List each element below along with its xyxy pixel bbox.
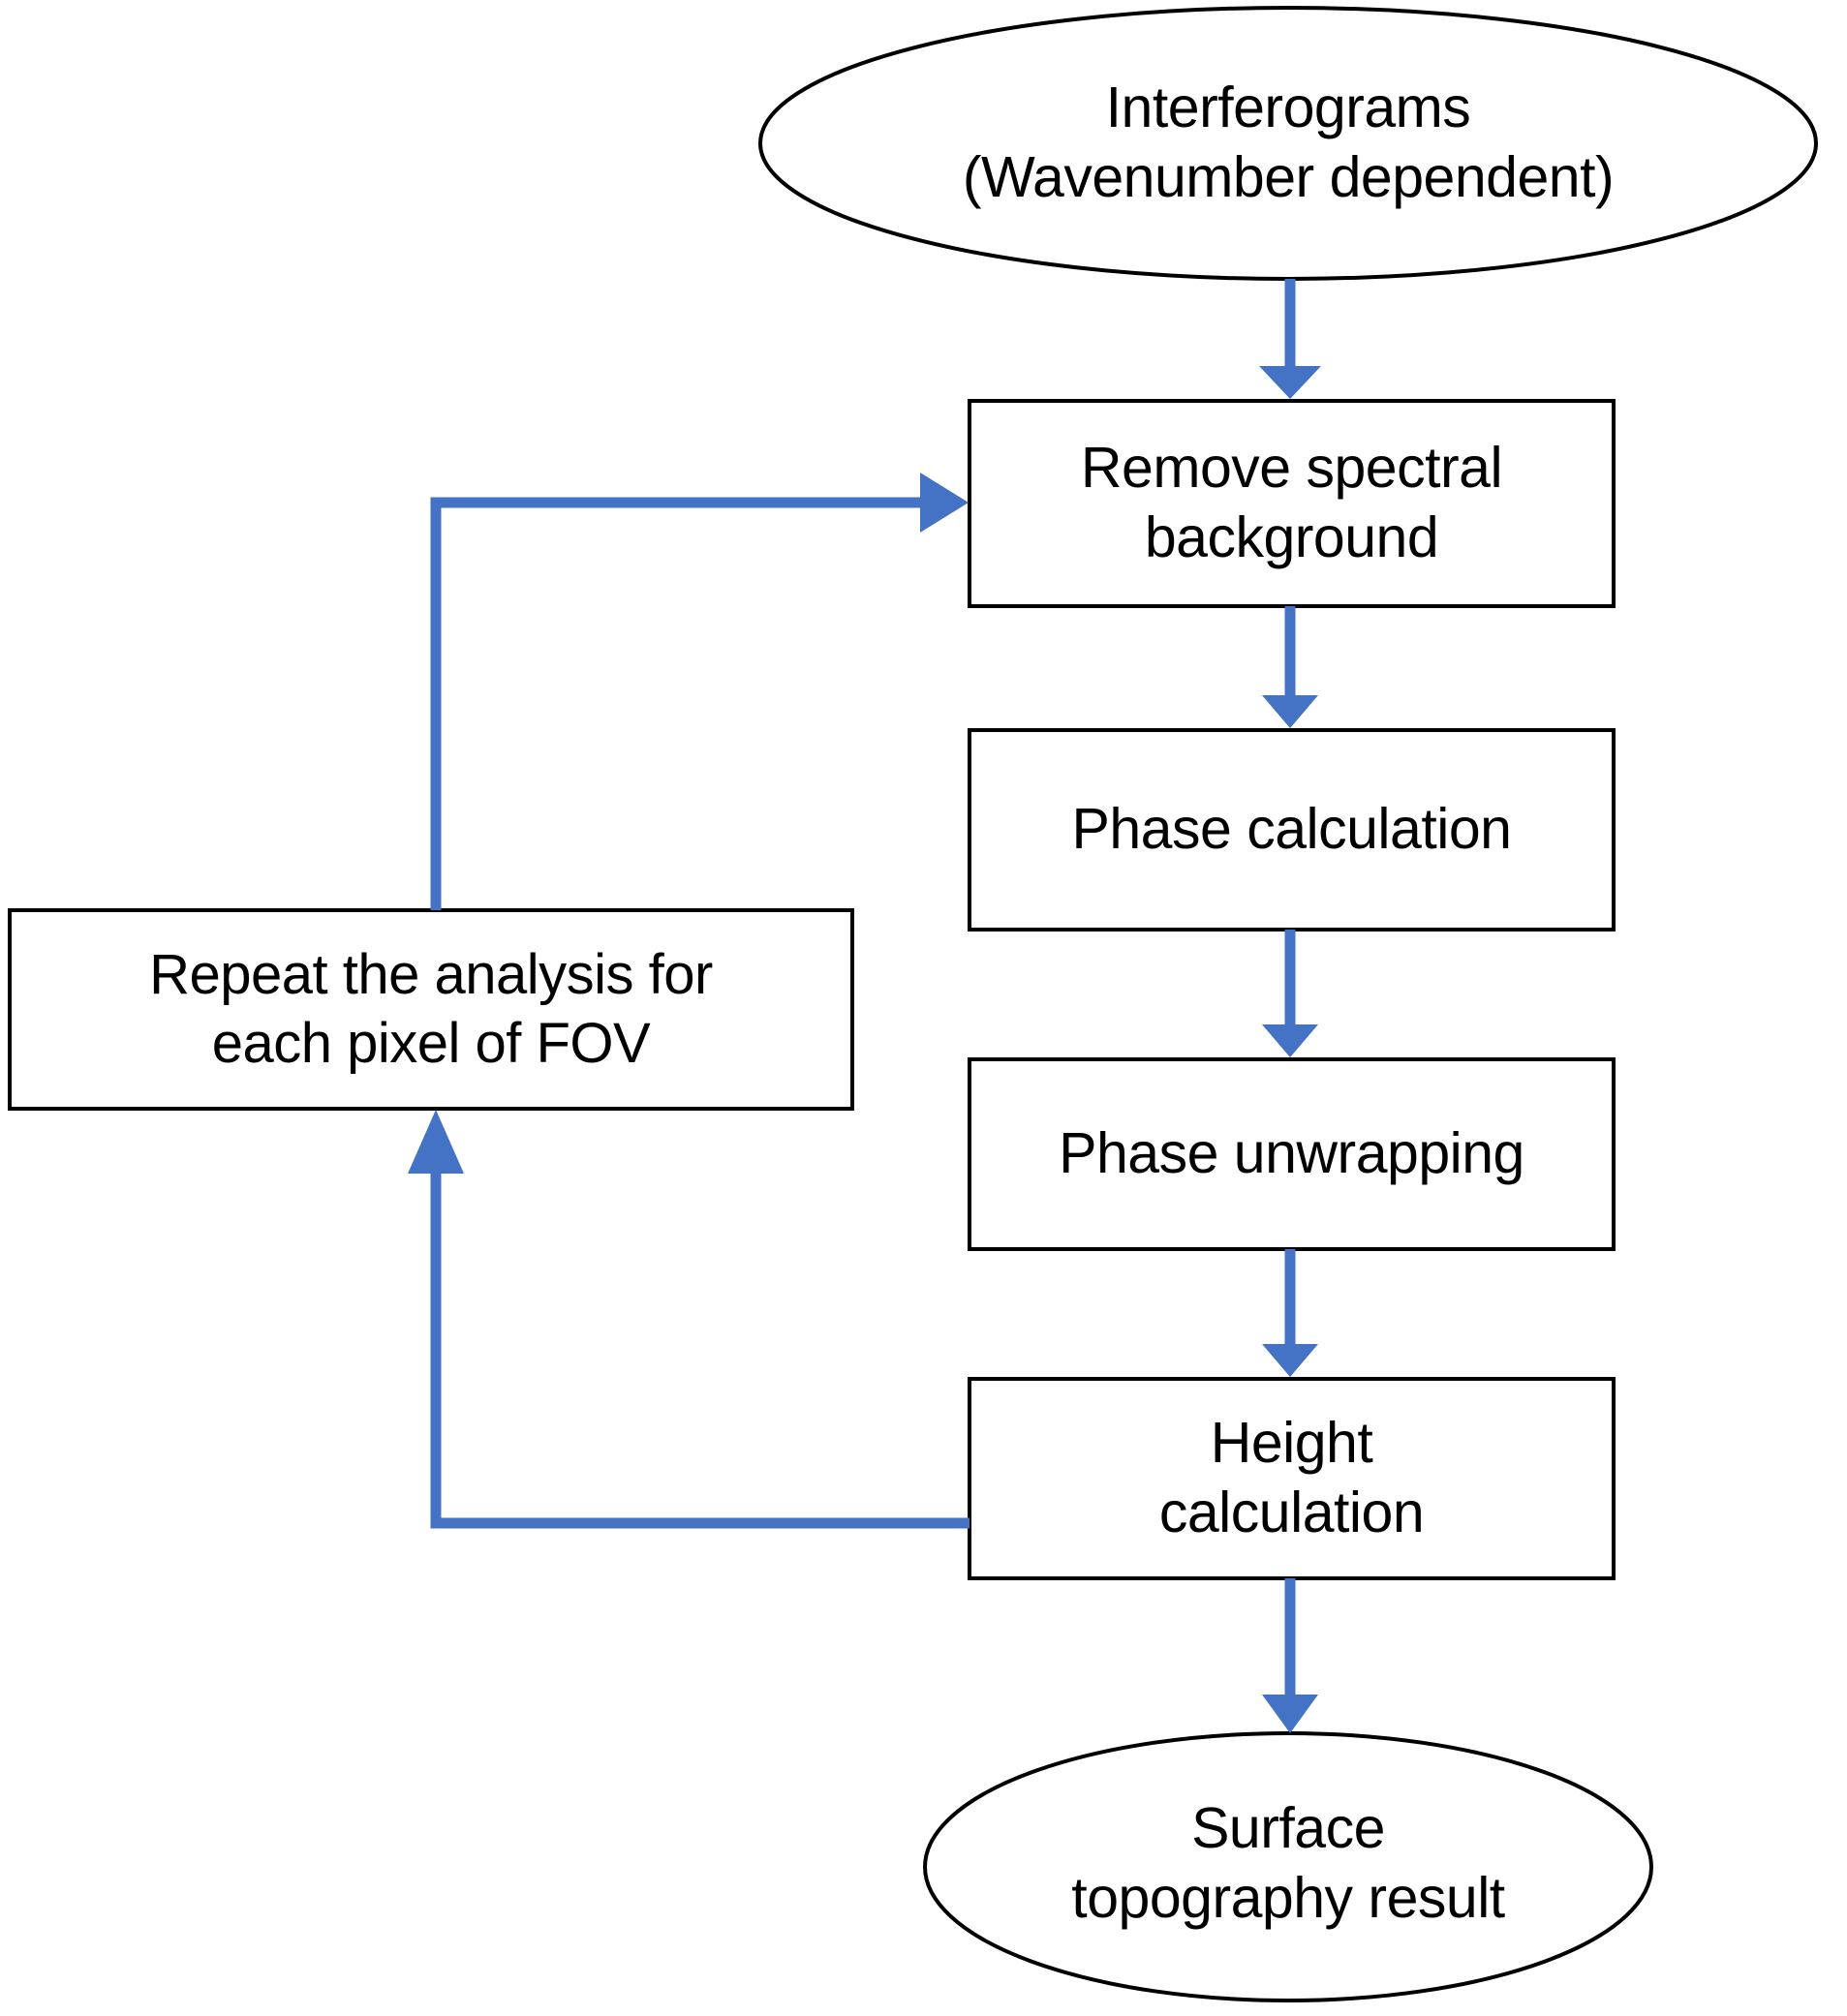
edge-repeat-to-remove-background: [430, 473, 969, 910]
node-surface-topography-result-shape[interactable]: [923, 1731, 1653, 2002]
edge-remove-background-to-phase-calculation: [1262, 606, 1318, 728]
node-height-calculation-shape[interactable]: [968, 1377, 1616, 1580]
node-phase-unwrapping-shape[interactable]: [968, 1057, 1616, 1251]
edge-height-calculation-to-repeat: [408, 1110, 970, 1529]
edge-phase-calculation-to-phase-unwrapping: [1262, 930, 1318, 1057]
edge-interferograms-to-remove-background: [1259, 279, 1321, 399]
node-remove-spectral-background-shape[interactable]: [968, 399, 1616, 608]
node-repeat-analysis-shape[interactable]: [8, 908, 854, 1111]
edge-phase-unwrapping-to-height-calculation: [1262, 1249, 1318, 1377]
edge-height-calculation-to-result: [1262, 1578, 1318, 1733]
node-phase-calculation-shape[interactable]: [968, 728, 1616, 932]
node-interferograms-shape[interactable]: [758, 6, 1818, 281]
